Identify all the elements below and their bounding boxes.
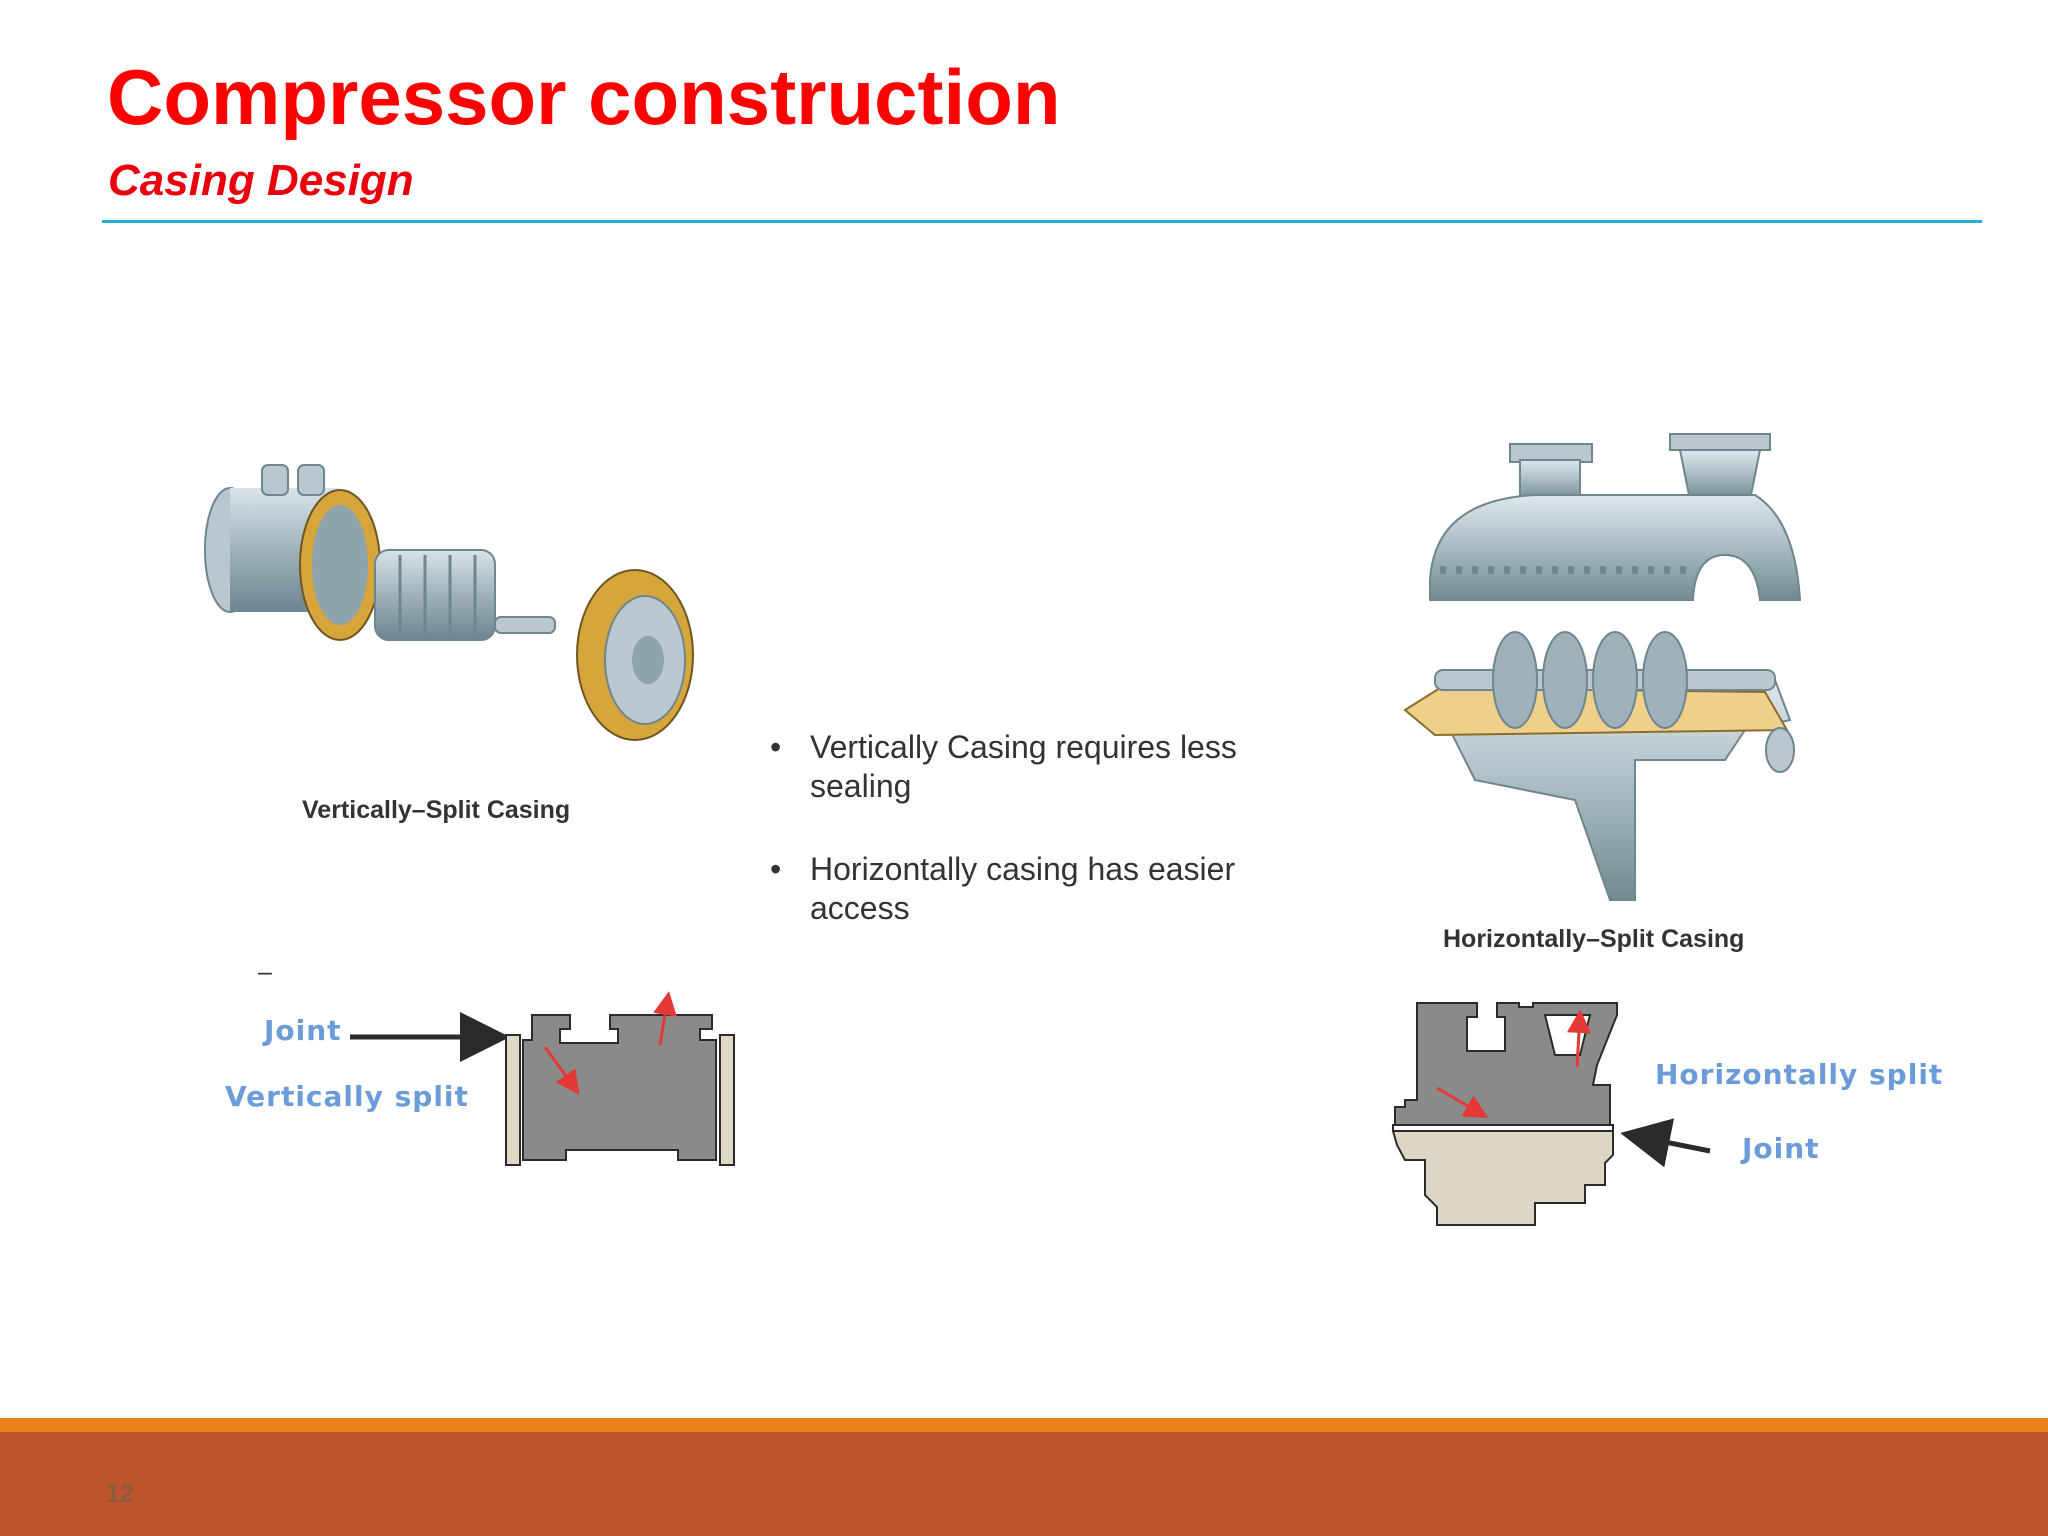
horizontally-split-label: Horizontally split [1655,1058,1944,1091]
footer-bar [0,1432,2048,1536]
vertically-split-cross-section [350,991,735,1166]
bullet-text: Vertically Casing requires less sealing [810,729,1237,804]
footer-accent-line [0,1418,2048,1432]
bullet-marker: • [770,851,782,887]
horizontal-joint-label: Joint [1742,1132,1820,1165]
bullet-list: • Vertically Casing requires less sealin… [770,728,1330,972]
vertically-split-label: Vertically split [225,1080,469,1113]
bullet-item-vertical-sealing: • Vertically Casing requires less sealin… [770,728,1330,806]
page-number: 12 [106,1480,134,1508]
horizontally-split-cross-section [1391,1002,1711,1226]
vertically-split-caption: Vertically–Split Casing [302,796,571,824]
horizontally-split-caption: Horizontally–Split Casing [1443,925,1745,953]
slide-subtitle: Casing Design [108,156,414,205]
vertically-split-casing-illustration [204,464,694,741]
horizontally-split-casing-illustration [1403,433,1802,901]
dash-mark: – [258,958,272,986]
bullet-text: Horizontally casing has easier access [810,851,1236,926]
bullet-item-horizontal-access: • Horizontally casing has easier access [770,850,1330,928]
title-divider [102,220,1982,223]
vertical-joint-label: Joint [264,1014,342,1047]
bullet-marker: • [770,729,782,765]
slide-title: Compressor construction [107,53,1061,141]
